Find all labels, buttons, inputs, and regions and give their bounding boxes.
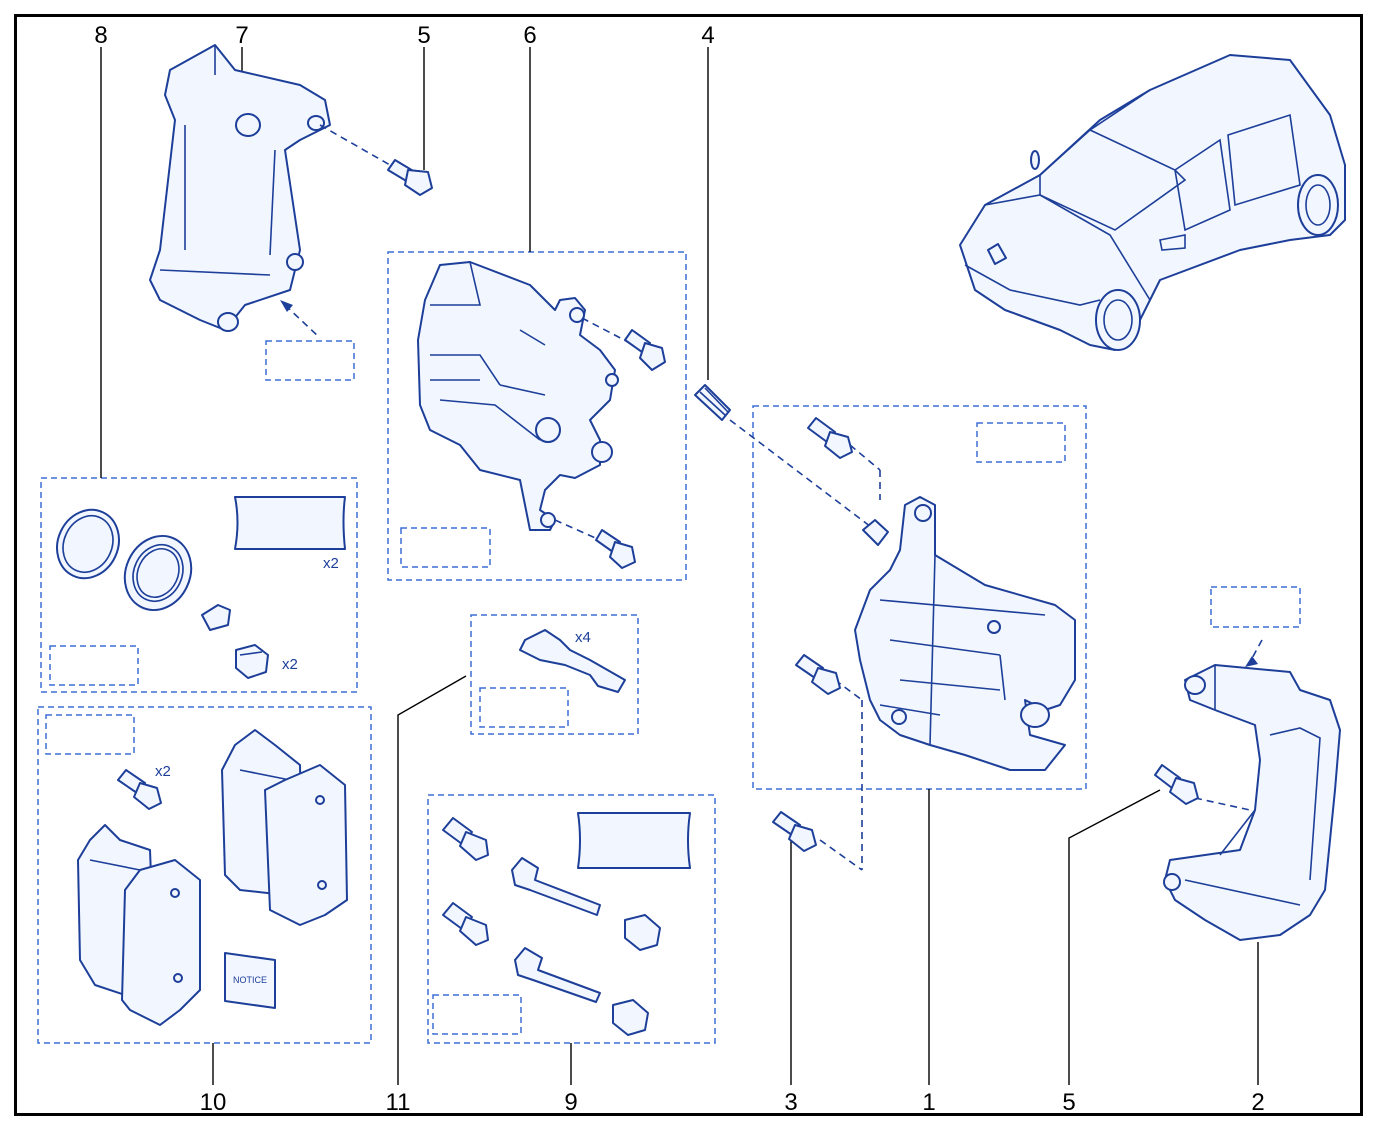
- bolt-3: [772, 811, 817, 852]
- piston-seal-ring: [56, 508, 120, 580]
- axis-line-4: [729, 419, 876, 531]
- guide-pin-lower: [514, 947, 601, 1003]
- guide-bolt-lower: [442, 902, 489, 946]
- qty-clip: x4: [575, 629, 591, 646]
- grease-sachet-8: [234, 496, 346, 550]
- qty-seal-sheet: x2: [323, 555, 339, 572]
- group-box-11: [470, 614, 639, 735]
- arrow-head-2: [1245, 656, 1258, 667]
- axis-line-6a: [581, 317, 631, 344]
- notice-label: NOTICE: [233, 975, 267, 985]
- ref-box-6: [400, 527, 491, 568]
- guide-pin-boot-upper: [624, 914, 661, 951]
- pad-clip: [519, 629, 626, 693]
- arrow-head-7: [280, 300, 293, 312]
- axis-line-3: [819, 839, 863, 871]
- bolt-5-top: [387, 159, 433, 196]
- bolt-1-lower: [795, 654, 841, 695]
- callout-3: 3: [784, 1089, 797, 1116]
- bleed-screw-4: [694, 384, 731, 421]
- leader-11: [397, 675, 467, 1085]
- ref-box-7: [265, 340, 355, 381]
- guide-pin-upper: [511, 857, 601, 916]
- axis-line-7: [319, 124, 391, 166]
- axis-line-1a: [849, 444, 881, 471]
- qty-dust-cap: x2: [282, 656, 298, 673]
- group-box-10: [37, 706, 372, 1044]
- group-box-6: [387, 251, 687, 581]
- leader-5-bottom: [1068, 789, 1161, 1085]
- caliper-carrier-2: [1163, 664, 1341, 941]
- axis-line-2: [1194, 797, 1251, 811]
- caliper-body-6: [417, 261, 619, 531]
- group-box-9: [427, 794, 716, 1044]
- arrow-line-2: [1249, 639, 1263, 663]
- guide-bolt-upper: [442, 817, 489, 861]
- bolt-6-upper: [624, 329, 666, 371]
- dust-boot: [123, 535, 193, 611]
- bleed-nipple-1: [862, 519, 889, 546]
- callout-9: 9: [564, 1089, 577, 1116]
- small-cap: [201, 604, 231, 631]
- bolt-6-lower: [595, 529, 636, 569]
- arrow-line-7: [284, 304, 321, 339]
- vehicle-illustration: [959, 54, 1346, 351]
- guide-pin-boot-lower: [612, 999, 649, 1036]
- callout-8: 8: [94, 22, 107, 49]
- bolt-5-bottom: [1154, 764, 1199, 805]
- caliper-carrier-top: [149, 44, 331, 332]
- brake-pad-front-right: [264, 764, 348, 926]
- callout-5-bottom: 5: [1062, 1089, 1075, 1116]
- axis-line-6b: [554, 519, 601, 541]
- ref-box-11: [479, 687, 569, 728]
- ref-box-10: [45, 714, 135, 755]
- callout-2: 2: [1251, 1089, 1264, 1116]
- caliper-body-1: [854, 496, 1076, 771]
- ref-box-8: [49, 645, 139, 686]
- ref-box-2: [1210, 586, 1301, 628]
- callout-11: 11: [386, 1089, 411, 1116]
- group-box-8: [40, 477, 358, 693]
- callout-10: 10: [200, 1089, 227, 1116]
- diagram-frame: [14, 14, 1363, 1116]
- dust-cap-8: [235, 644, 269, 679]
- ref-box-9: [432, 994, 522, 1035]
- callout-7: 7: [235, 22, 248, 49]
- callout-5-top: 5: [417, 22, 430, 49]
- callout-1: 1: [922, 1089, 935, 1116]
- bolt-1-upper: [807, 417, 853, 459]
- callout-4: 4: [701, 22, 714, 49]
- notice-booklet: NOTICE: [224, 952, 276, 1009]
- ref-box-1: [976, 422, 1066, 463]
- callout-6: 6: [523, 22, 536, 49]
- pad-bolt-10: [117, 769, 162, 810]
- qty-pad-bolt: x2: [155, 763, 171, 780]
- group-box-1: [752, 405, 1087, 790]
- brake-pad-front-left: [121, 859, 201, 1026]
- grease-sachet-9: [577, 812, 691, 869]
